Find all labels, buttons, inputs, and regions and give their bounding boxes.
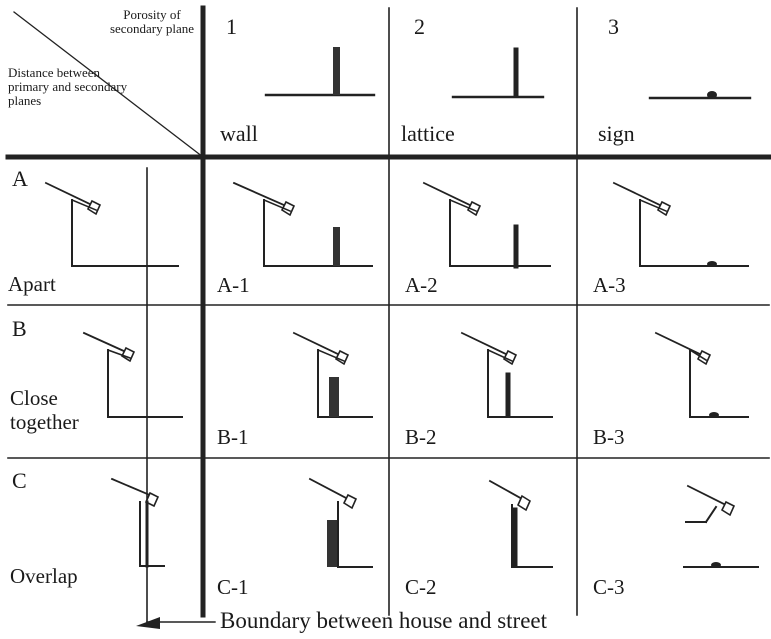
cell-label-c1: C-1 bbox=[217, 575, 249, 599]
cell-b2-drawing bbox=[460, 331, 553, 420]
corner-diagonal bbox=[13, 11, 204, 158]
cell-a1-drawing bbox=[232, 181, 373, 267]
row-letter-c: C bbox=[12, 468, 27, 493]
cell-label-a2: A-2 bbox=[405, 273, 438, 297]
column-number-2: 2 bbox=[414, 14, 425, 39]
corner-top-label: Porosity of secondary plane bbox=[109, 7, 195, 36]
cell-label-a3: A-3 bbox=[593, 273, 626, 297]
row-letter-b: B bbox=[12, 316, 27, 341]
row-name-b: Close together bbox=[10, 386, 79, 434]
column-number-1: 1 bbox=[226, 14, 237, 39]
cell-c3-drawing bbox=[683, 484, 759, 568]
cell-c1-drawing bbox=[308, 477, 373, 568]
cell-label-b1: B-1 bbox=[217, 425, 249, 449]
header-sign-plane bbox=[707, 91, 717, 99]
column-label-2: lattice bbox=[401, 121, 455, 146]
boundary-arrow-head bbox=[136, 617, 160, 629]
cell-b3-drawing bbox=[654, 331, 749, 418]
cell-label-a1: A-1 bbox=[217, 273, 250, 297]
boundary-label: Boundary between house and street bbox=[220, 608, 548, 633]
cell-a3-drawing bbox=[612, 181, 749, 267]
cell-a2-drawing bbox=[422, 181, 551, 269]
schematic-a bbox=[44, 181, 179, 267]
cell-label-b2: B-2 bbox=[405, 425, 437, 449]
cell-label-c2: C-2 bbox=[405, 575, 437, 599]
column-label-3: sign bbox=[598, 121, 635, 146]
column-label-1: wall bbox=[220, 121, 258, 146]
row-name-c: Overlap bbox=[10, 564, 78, 588]
cell-label-b3: B-3 bbox=[593, 425, 625, 449]
row-letter-a: A bbox=[12, 166, 28, 191]
row-name-a: Apart bbox=[8, 272, 56, 296]
cell-b1-drawing bbox=[292, 331, 373, 418]
cell-label-c3: C-3 bbox=[593, 575, 625, 599]
schematic-b bbox=[82, 331, 183, 418]
schematic-c bbox=[110, 477, 165, 568]
header-wall-plane bbox=[333, 47, 340, 95]
cell-c2-drawing bbox=[488, 479, 553, 568]
corner-left-label: Distance between primary and secondary p… bbox=[8, 65, 128, 108]
column-number-3: 3 bbox=[608, 14, 619, 39]
